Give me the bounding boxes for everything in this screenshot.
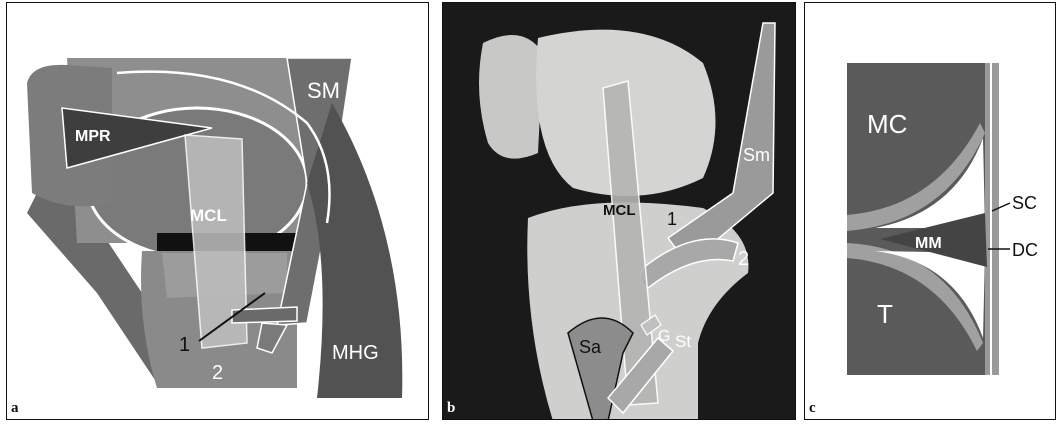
label-mm: MM bbox=[915, 235, 942, 252]
label-dc: DC bbox=[1012, 240, 1038, 260]
meniscus-section-c: MC SC MM DC T bbox=[805, 3, 1056, 420]
panel-a: MPR SM MCL 1 2 MHG a bbox=[6, 2, 429, 420]
label-1-b: 1 bbox=[667, 209, 677, 229]
panel-letter-c: c bbox=[809, 400, 816, 417]
label-mhg: MHG bbox=[332, 342, 379, 364]
knee-schematic-a: MPR SM MCL 1 2 MHG bbox=[7, 3, 429, 420]
label-t: T bbox=[877, 299, 893, 329]
label-2: 2 bbox=[212, 362, 223, 384]
label-sm: SM bbox=[307, 78, 340, 103]
label-sm-b: Sm bbox=[743, 145, 770, 165]
panel-c: MC SC MM DC T c bbox=[804, 2, 1056, 420]
label-mcl-b: MCL bbox=[603, 202, 636, 219]
panel-letter-a: a bbox=[11, 400, 19, 417]
label-sc: SC bbox=[1012, 193, 1037, 213]
label-1: 1 bbox=[179, 334, 190, 356]
label-sa: Sa bbox=[579, 337, 602, 357]
label-mcl: MCL bbox=[190, 206, 227, 225]
label-2-b: 2 bbox=[738, 248, 749, 270]
label-mc: MC bbox=[867, 109, 907, 139]
label-mpr: MPR bbox=[75, 128, 111, 145]
panel-letter-b: b bbox=[447, 400, 455, 417]
patella-bone bbox=[479, 35, 543, 159]
panel-b: MCL 1 Sm 2 G Sa St b bbox=[442, 2, 796, 420]
knee-photo-b: MCL 1 Sm 2 G Sa St bbox=[443, 3, 796, 420]
label-g: G bbox=[658, 328, 670, 345]
label-st: St bbox=[675, 332, 691, 351]
